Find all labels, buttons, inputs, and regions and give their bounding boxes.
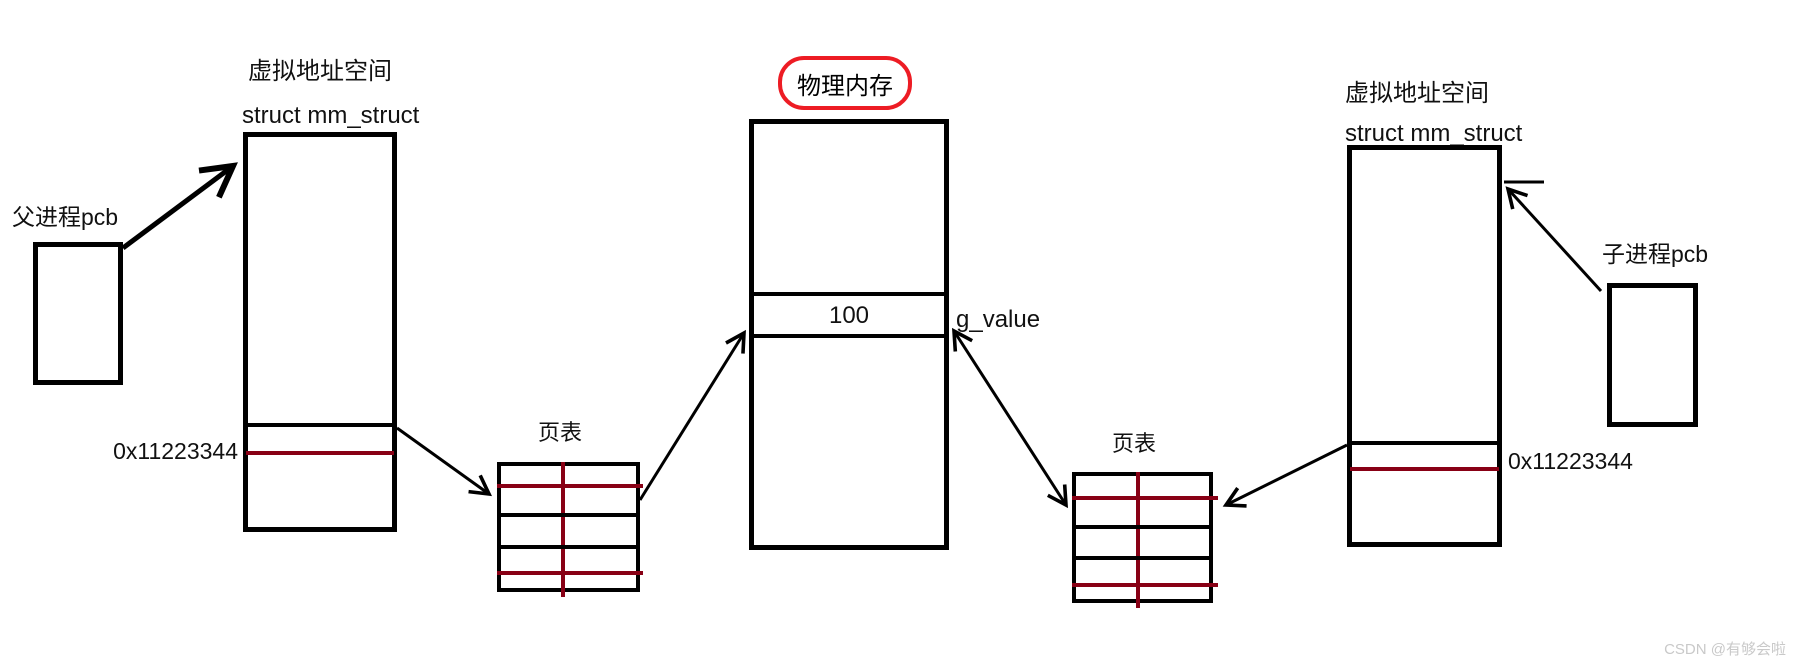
- child-pcb-box: [1607, 283, 1698, 427]
- parent-pcb-box: [33, 242, 123, 385]
- child-address-label: 0x11223344: [1508, 448, 1633, 474]
- parent-page-table-vline: [561, 462, 565, 597]
- child-mm-struct-label: struct mm_struct: [1345, 120, 1523, 147]
- parent-page-table-row-black-2: [500, 545, 637, 549]
- memory-cell-top-line: [749, 292, 949, 296]
- parent-vas-section-line: [243, 423, 397, 427]
- child-page-table-row-black-2: [1075, 556, 1210, 560]
- parent-page-table-row-red-1: [497, 484, 643, 488]
- parent-address-label: 0x11223344: [113, 438, 238, 464]
- child-vas-box: [1347, 145, 1502, 547]
- memory-title: 物理内存: [797, 72, 893, 100]
- arrow-parent-pcb-to-vas: [121, 162, 238, 251]
- arrow-child-pcb-to-vas: [1505, 186, 1603, 293]
- child-page-table-row-black-1: [1075, 525, 1210, 529]
- parent-vas-address-line: [246, 451, 394, 455]
- arrow-parent-page-table-to-memory: [638, 329, 746, 501]
- child-page-table-vline: [1136, 472, 1140, 608]
- child-page-table: [1072, 472, 1213, 603]
- memory-title-highlight: 物理内存: [778, 56, 912, 110]
- child-vas-title: 虚拟地址空间: [1345, 80, 1489, 107]
- child-vas-address-line: [1350, 467, 1499, 471]
- arrow-child-vas-to-page-table: [1222, 443, 1348, 508]
- child-vas-section-line: [1347, 441, 1502, 445]
- parent-page-table: [497, 462, 640, 592]
- child-page-table-row-red-1: [1072, 496, 1218, 500]
- arrow-parent-vas-to-page-table: [396, 426, 493, 497]
- g-value-label: g_value: [956, 306, 1041, 333]
- memory-cell-bottom-line: [749, 334, 949, 338]
- parent-pcb-label: 父进程pcb: [12, 204, 119, 230]
- parent-page-table-row-black-1: [500, 513, 637, 517]
- child-page-table-row-red-2: [1072, 583, 1218, 587]
- parent-vas-box: [243, 132, 397, 532]
- parent-mm-struct-label: struct mm_struct: [242, 102, 420, 129]
- parent-vas-title: 虚拟地址空间: [248, 58, 392, 85]
- child-pcb-label: 子进程pcb: [1602, 241, 1709, 267]
- memory-cell-value: 100: [828, 302, 870, 329]
- arrow-memory-child-page-table: [951, 327, 1069, 509]
- parent-page-table-label: 页表: [538, 420, 583, 445]
- parent-page-table-row-red-2: [497, 571, 643, 575]
- child-page-table-label: 页表: [1112, 431, 1157, 456]
- watermark: CSDN @有够会啦: [1664, 641, 1786, 658]
